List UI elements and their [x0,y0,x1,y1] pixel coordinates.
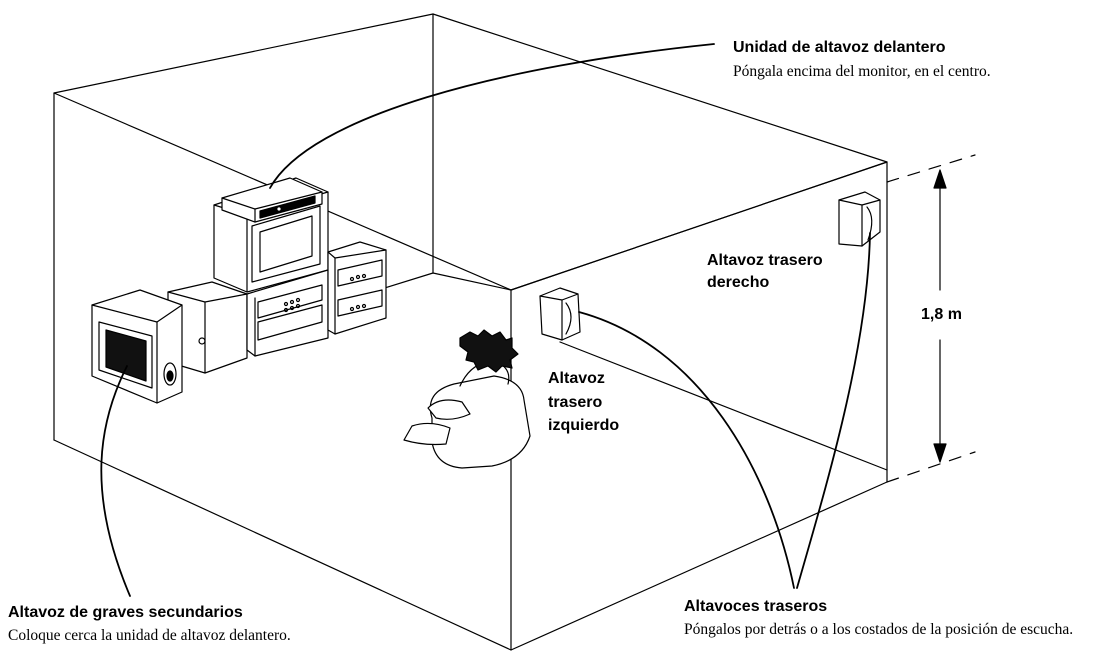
rear-left-speaker [539,287,581,341]
rear-pair-title: Altavoces traseros [684,598,828,615]
rear-right-speaker [838,191,881,247]
front-unit-title: Unidad de altavoz delantero [733,39,946,56]
leader-rear-left [578,311,795,589]
subwoofer [91,289,183,404]
listener-in-armchair [403,329,531,469]
leader-lines [100,43,871,597]
rear-left-label-line2: trasero [548,394,603,411]
rear-left-label-line3: izquierdo [548,417,620,434]
front-speaker-unit [221,177,323,223]
rear-left-label-line1: Altavoz [548,370,605,387]
rear-right-label-line1: Altavoz trasero [707,252,823,269]
center-stereo-rack [246,269,329,357]
room-outline [53,13,888,651]
height-dimension [886,154,976,483]
rear-right-label-line2: derecho [707,274,770,291]
rear-pair-description: Póngalos por detrás o a los costados de … [684,621,1074,638]
right-stereo-rack [327,241,387,335]
leader-rear-right [796,232,871,589]
left-cabinet [167,281,248,374]
leader-front-unit [269,43,715,189]
height-label: 1,8 m [921,306,962,323]
leader-subwoofer [100,365,131,597]
subwoofer-title: Altavoz de graves secundarios [8,604,243,621]
front-unit-description: Póngala encima del monitor, en el centro… [733,63,991,80]
subwoofer-description: Coloque cerca la unidad de altavoz delan… [8,627,291,644]
